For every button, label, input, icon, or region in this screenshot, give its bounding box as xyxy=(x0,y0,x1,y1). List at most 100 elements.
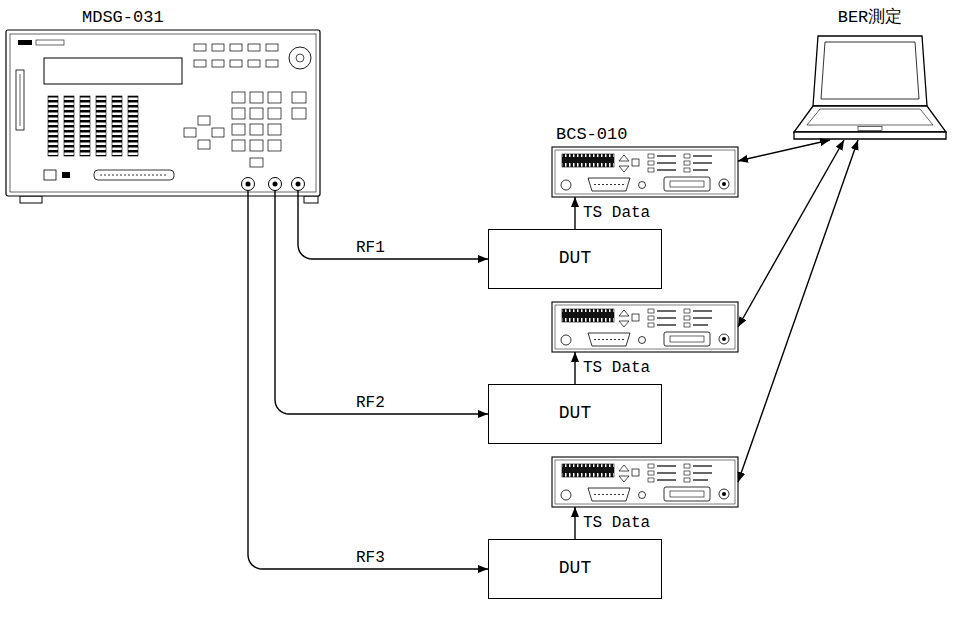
signal-generator-drawing-part xyxy=(266,60,278,67)
signal-generator-drawing-part xyxy=(232,124,245,135)
signal-generator-drawing-part xyxy=(232,108,245,119)
signal-generator-drawing-part xyxy=(273,182,278,187)
signal-generator-drawing-part xyxy=(246,182,251,187)
data-link xyxy=(738,140,858,482)
laptop-drawing-part xyxy=(794,132,946,139)
signal-generator-drawing-part xyxy=(44,170,56,180)
bcs-unit xyxy=(552,457,738,507)
signal-generator-drawing-part xyxy=(268,124,281,135)
edge-label: RF3 xyxy=(354,549,387,567)
signal-generator-drawing-part xyxy=(268,140,281,151)
signal-generator-drawing-part xyxy=(304,196,318,203)
rf-cable xyxy=(298,212,488,259)
signal-generator-drawing-part xyxy=(230,44,242,51)
signal-generator-drawing-part xyxy=(266,44,278,51)
laptop-drawing-part xyxy=(813,36,927,106)
rf-cable xyxy=(275,212,488,414)
bcs-unit: BCS-010 xyxy=(552,125,738,197)
edge-label: TS Data xyxy=(581,359,652,377)
signal-generator-drawing-part xyxy=(250,124,263,135)
signal-generator-drawing-part xyxy=(6,30,320,196)
device-label: BER測定 xyxy=(838,8,903,28)
signal-generator-drawing-part xyxy=(128,96,138,156)
signal-generator-drawing-part xyxy=(112,96,122,156)
signal-generator-drawing-part xyxy=(212,128,224,137)
signal-generator: MDSG-031 xyxy=(4,6,324,212)
signal-generator-drawing-part xyxy=(94,170,174,180)
signal-generator-drawing-part xyxy=(248,60,260,67)
signal-generator-drawing-part xyxy=(292,92,306,103)
signal-generator-drawing-part xyxy=(268,108,281,119)
laptop-drawing-part xyxy=(794,106,946,132)
edge-label: RF1 xyxy=(354,239,387,257)
signal-generator-drawing-part xyxy=(232,140,245,151)
signal-generator-drawing-part xyxy=(20,196,42,203)
laptop-drawing xyxy=(794,36,946,139)
cable-stub-part xyxy=(274,191,275,213)
signal-generator-drawing-part xyxy=(230,60,242,67)
ts-data-arrow xyxy=(574,352,575,384)
signal-generator-drawing-part xyxy=(250,158,263,167)
signal-generator-drawing-part xyxy=(250,92,263,103)
signal-generator-drawing-part xyxy=(248,44,260,51)
signal-generator-drawing-part xyxy=(44,58,182,84)
signal-generator-drawing-part xyxy=(212,44,224,51)
signal-generator-drawing-part xyxy=(16,70,24,130)
signal-generator-drawing-part xyxy=(64,96,74,156)
signal-generator-drawing-part xyxy=(292,108,306,119)
dut-box: DUT xyxy=(488,539,662,599)
box-label: DUT xyxy=(559,248,591,270)
signal-generator-drawing-part xyxy=(194,44,206,51)
signal-generator-drawing-part xyxy=(292,178,305,191)
data-link xyxy=(738,140,830,161)
device-label: BCS-010 xyxy=(556,125,627,145)
signal-generator-drawing-part xyxy=(296,54,304,62)
device-label: MDSG-031 xyxy=(82,8,164,28)
edge-label: RF2 xyxy=(354,394,387,412)
bcs-drawing xyxy=(552,457,738,507)
signal-generator-drawing-part xyxy=(198,116,210,125)
signal-generator-drawing-part xyxy=(242,178,255,191)
dut-box: DUT xyxy=(488,229,662,289)
bcs-drawing xyxy=(552,147,738,197)
cable-stub xyxy=(248,191,298,213)
box-label: DUT xyxy=(559,558,591,580)
dut-box: DUT xyxy=(488,384,662,444)
signal-generator-drawing-part xyxy=(296,182,301,187)
signal-generator-drawing-part xyxy=(80,96,90,156)
signal-generator-drawing-part xyxy=(62,172,70,178)
signal-generator-drawing-part xyxy=(212,60,224,67)
signal-generator-drawing-part xyxy=(184,128,196,137)
signal-generator-drawing-part xyxy=(36,40,64,45)
edge-label: TS Data xyxy=(581,204,652,222)
ts-data-arrow xyxy=(574,507,575,539)
laptop-drawing-part xyxy=(821,42,919,99)
bcs-drawing xyxy=(552,302,738,352)
signal-generator-drawing-part xyxy=(232,92,245,103)
signal-generator-drawing-part xyxy=(20,74,21,126)
box-label: DUT xyxy=(559,403,591,425)
signal-generator-drawing-part xyxy=(269,178,282,191)
rf-cable xyxy=(248,212,488,569)
signal-generator-drawing-part xyxy=(250,140,263,151)
signal-generator-drawing-part xyxy=(48,96,58,156)
signal-generator-drawing-part xyxy=(198,140,210,149)
signal-generator-drawing-part xyxy=(18,40,32,45)
signal-generator-drawing-part xyxy=(96,96,106,156)
laptop-drawing-part xyxy=(858,127,882,131)
signal-generator-drawing-part xyxy=(10,34,316,192)
bcs-unit xyxy=(552,302,738,352)
laptop-drawing-part xyxy=(807,109,933,125)
laptop-pc: BER測定 xyxy=(790,6,950,140)
cable-stub-part xyxy=(297,191,298,213)
data-link xyxy=(738,140,844,327)
signal-generator-drawing-part xyxy=(194,60,206,67)
signal-generator-drawing-part xyxy=(100,175,168,176)
signal-generator-drawing-part xyxy=(268,92,281,103)
ts-data-arrow xyxy=(574,197,575,229)
